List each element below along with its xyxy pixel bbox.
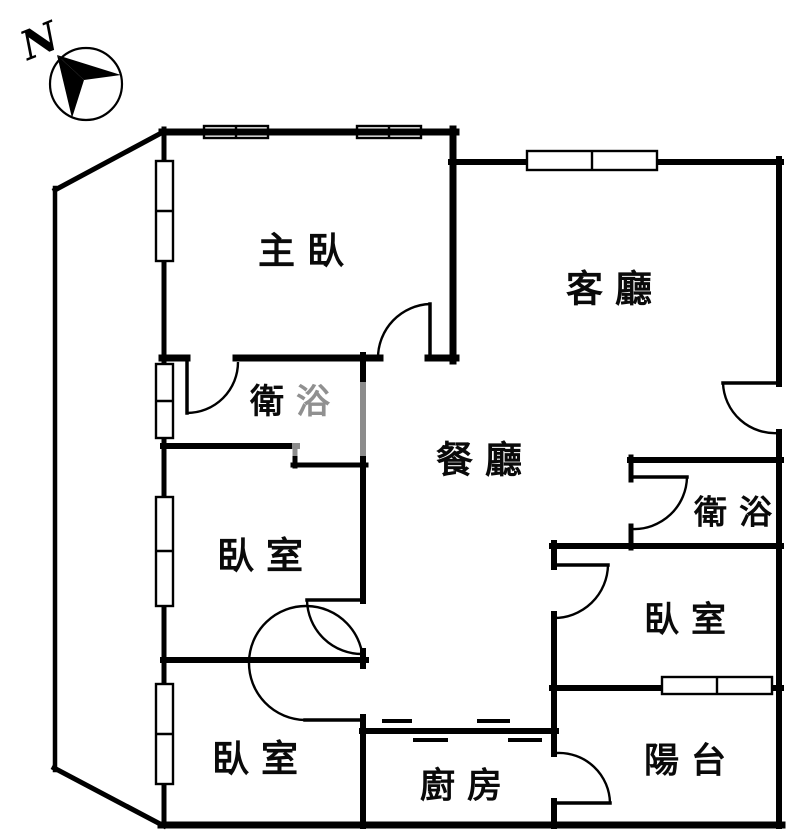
- windows: [154, 124, 774, 786]
- door-arcs: [186, 302, 780, 804]
- room-label-bathroom-2: 衛浴: [694, 492, 784, 532]
- room-label-master-bedroom: 主臥: [258, 228, 356, 273]
- room-label-balcony: 陽台: [643, 740, 739, 782]
- room-label-living-room: 客廳: [566, 266, 664, 311]
- room-label-bathroom-1: 衛浴: [250, 382, 342, 422]
- room-label-kitchen: 廚房: [419, 765, 515, 807]
- outer-walls: [50, 127, 169, 830]
- room-label-dining-room: 餐廳: [436, 437, 534, 482]
- compass-icon: [48, 46, 124, 122]
- sliding-door-dashes: [382, 719, 542, 742]
- room-label-bedroom-1: 臥室: [217, 533, 315, 578]
- room-label-bedroom-3: 臥室: [643, 599, 739, 641]
- room-label-bedroom-2: 臥室: [212, 736, 310, 781]
- door-leaves: [185, 302, 781, 805]
